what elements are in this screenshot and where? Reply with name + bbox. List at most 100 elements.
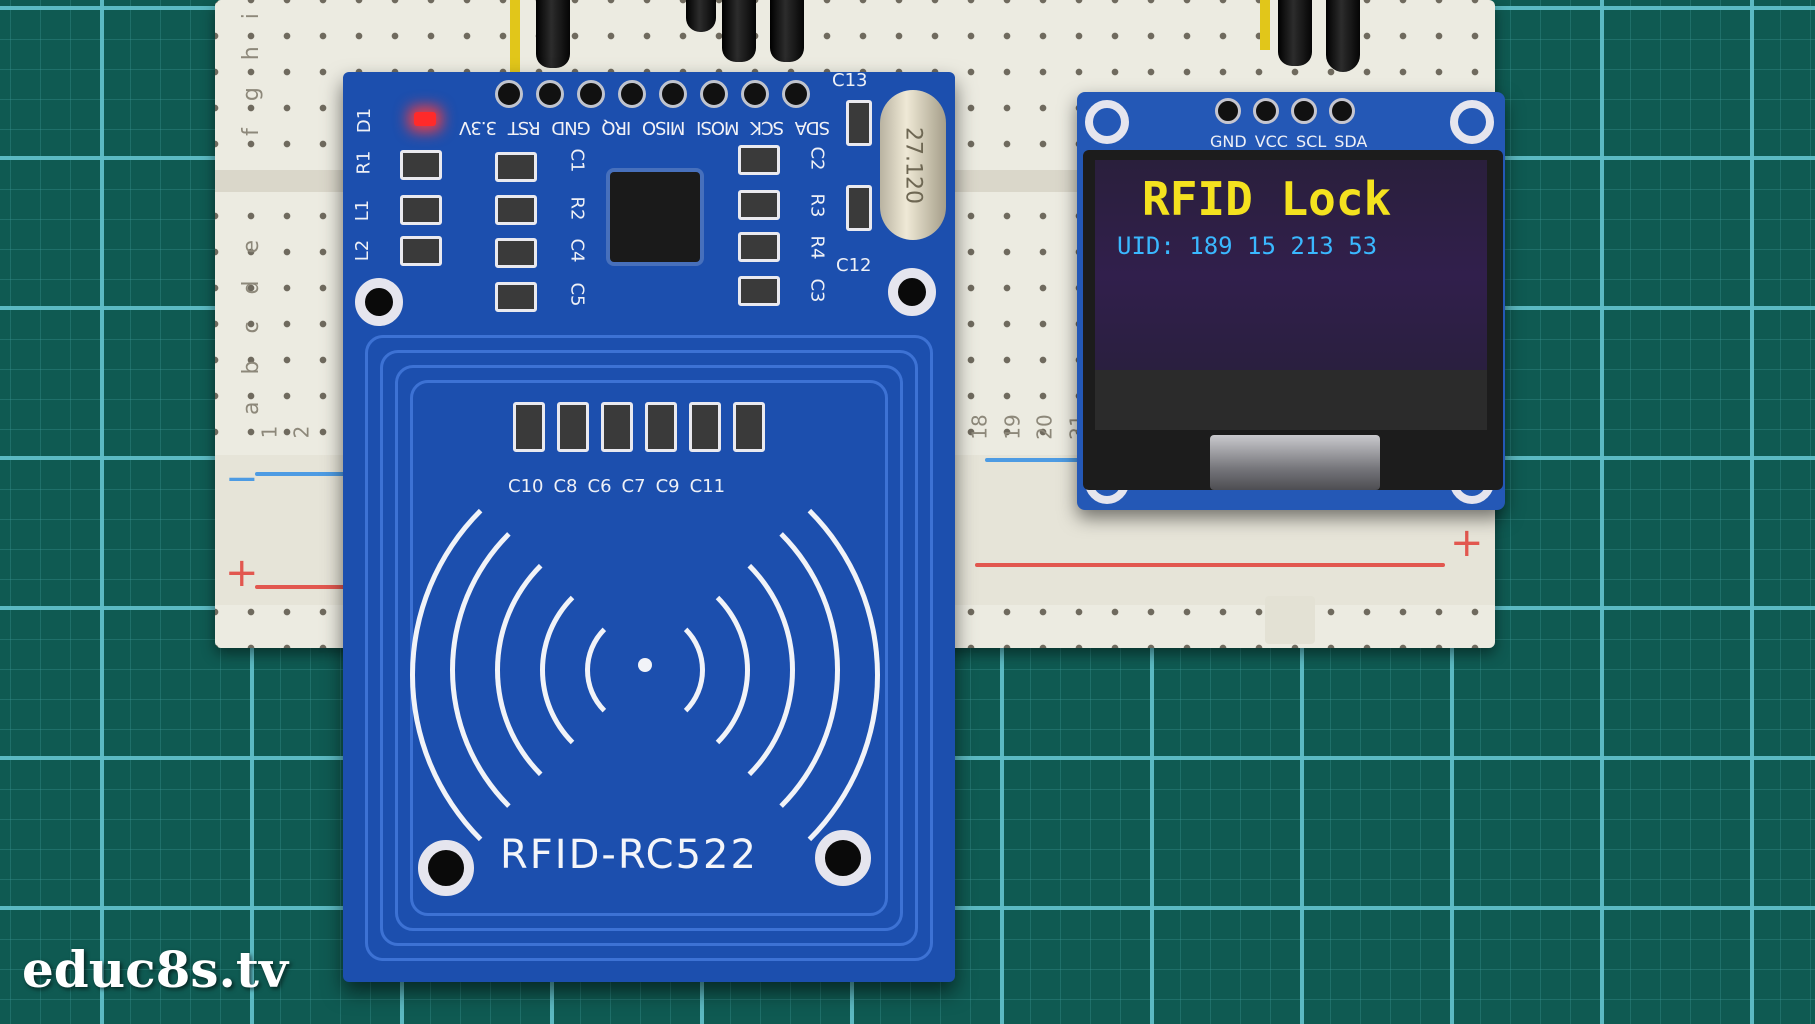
smd-component bbox=[495, 282, 537, 312]
oled-pin-labels: GND VCC SCL SDA bbox=[1210, 132, 1367, 151]
column-number: 19 bbox=[1000, 414, 1025, 440]
silk-label: C5 bbox=[566, 282, 588, 307]
silk-label: L1 bbox=[352, 199, 374, 222]
pin-label: SDA bbox=[795, 117, 830, 138]
pin-label: GND bbox=[552, 117, 591, 138]
mounting-hole bbox=[888, 268, 936, 316]
header-pin bbox=[618, 80, 646, 108]
oled-uid-line: UID: 189 15 213 53 bbox=[1117, 232, 1378, 260]
crystal-oscillator: 27.120 bbox=[880, 90, 946, 240]
header-pin bbox=[741, 80, 769, 108]
antenna-trace bbox=[365, 335, 933, 961]
watermark: educ8s.tv bbox=[22, 940, 289, 999]
rfid-signal-arc bbox=[410, 440, 880, 910]
smd-component bbox=[846, 185, 872, 231]
column-number: 1 bbox=[257, 425, 282, 439]
jumper-wire-yellow bbox=[510, 0, 520, 78]
antenna-trace bbox=[395, 365, 903, 931]
column-number: 20 bbox=[1032, 414, 1057, 440]
silk-label: L2 bbox=[352, 239, 374, 262]
silk-label-c12: C12 bbox=[836, 255, 872, 276]
oled-screen-title: RFID Lock bbox=[1142, 172, 1392, 226]
capacitor bbox=[733, 402, 765, 452]
mfrc522-chip bbox=[610, 172, 700, 262]
silk-label: R3 bbox=[806, 193, 828, 218]
silk-label: R4 bbox=[806, 235, 828, 260]
rail-line-negative-left bbox=[255, 472, 345, 476]
oled-flex-cable bbox=[1210, 435, 1380, 490]
breadboard-row-letters: a b c d e f g h i j bbox=[233, 0, 271, 415]
silk-label: R2 bbox=[566, 196, 588, 221]
silk-label: C4 bbox=[566, 238, 588, 263]
pin-label: GND bbox=[1210, 132, 1247, 151]
capacitor bbox=[557, 402, 589, 452]
rail-minus-sign: − bbox=[225, 456, 259, 502]
row-letter: b bbox=[239, 350, 264, 375]
smd-component bbox=[495, 152, 537, 182]
mounting-hole bbox=[355, 278, 403, 326]
jumper-wire bbox=[686, 0, 716, 32]
pin-label: VCC bbox=[1254, 132, 1288, 151]
jumper-wire bbox=[1326, 0, 1360, 72]
smd-component bbox=[738, 190, 780, 220]
column-number: 18 bbox=[967, 414, 992, 440]
silk-label: D1 bbox=[354, 107, 376, 134]
rail-line-positive-left bbox=[255, 585, 345, 589]
oled-mounting-hole bbox=[1085, 100, 1129, 144]
pin-label: MISO bbox=[642, 117, 686, 138]
row-letter: d bbox=[239, 270, 264, 295]
smd-component bbox=[400, 236, 442, 266]
smd-component bbox=[738, 276, 780, 306]
antenna-trace bbox=[380, 350, 918, 946]
row-letter: g bbox=[239, 77, 264, 102]
column-number: 2 bbox=[289, 425, 314, 439]
smd-component bbox=[846, 100, 872, 146]
smd-component bbox=[495, 238, 537, 268]
pin-label: SCL bbox=[1295, 132, 1327, 151]
header-pin bbox=[1253, 98, 1279, 124]
jumper-wire bbox=[722, 0, 756, 62]
header-pin bbox=[659, 80, 687, 108]
jumper-wire bbox=[1278, 0, 1312, 66]
smd-component bbox=[400, 150, 442, 180]
pin-label: IRQ bbox=[602, 117, 632, 138]
power-led bbox=[414, 112, 436, 126]
oled-glass-edge bbox=[1095, 370, 1487, 430]
row-letter: c bbox=[239, 311, 264, 334]
pin-label: RST bbox=[508, 117, 541, 138]
capacitor bbox=[513, 402, 545, 452]
header-pin bbox=[782, 80, 810, 108]
pin-label: 3.3V bbox=[460, 117, 497, 138]
smd-component bbox=[738, 145, 780, 175]
pin-label: SDA bbox=[1334, 132, 1368, 151]
rfid-pin-labels: 3.3V RST GND IRQ MISO MOSI SCK SDA bbox=[460, 117, 830, 138]
silk-label: C1 bbox=[566, 148, 588, 173]
silk-label: R1 bbox=[353, 150, 375, 175]
rail-plus-sign-right: + bbox=[1450, 520, 1484, 566]
header-pin bbox=[1215, 98, 1241, 124]
silk-label: C3 bbox=[806, 278, 828, 303]
row-letter: f bbox=[239, 118, 264, 136]
pin-label: MOSI bbox=[697, 117, 740, 138]
rail-line-positive-right bbox=[975, 563, 1445, 567]
jumper-wire bbox=[536, 0, 570, 68]
rfid-header-pins bbox=[495, 80, 810, 108]
header-pin bbox=[1329, 98, 1355, 124]
header-pin bbox=[1291, 98, 1317, 124]
row-letter: h bbox=[239, 36, 264, 61]
smd-component bbox=[738, 232, 780, 262]
header-pin bbox=[536, 80, 564, 108]
rail-plus-sign-left: + bbox=[225, 550, 259, 596]
row-letter: e bbox=[239, 229, 264, 254]
oled-mounting-hole bbox=[1450, 100, 1494, 144]
jumper-wire bbox=[770, 0, 804, 62]
rfid-board-title: RFID-RC522 bbox=[500, 832, 758, 878]
mounting-hole bbox=[815, 830, 871, 886]
mounting-hole bbox=[418, 840, 474, 896]
header-pin bbox=[495, 80, 523, 108]
row-letter: i bbox=[239, 3, 264, 20]
smd-component bbox=[400, 195, 442, 225]
jumper-wire-yellow bbox=[1260, 0, 1270, 50]
oled-screen bbox=[1095, 160, 1487, 370]
silk-label: C2 bbox=[806, 146, 828, 171]
